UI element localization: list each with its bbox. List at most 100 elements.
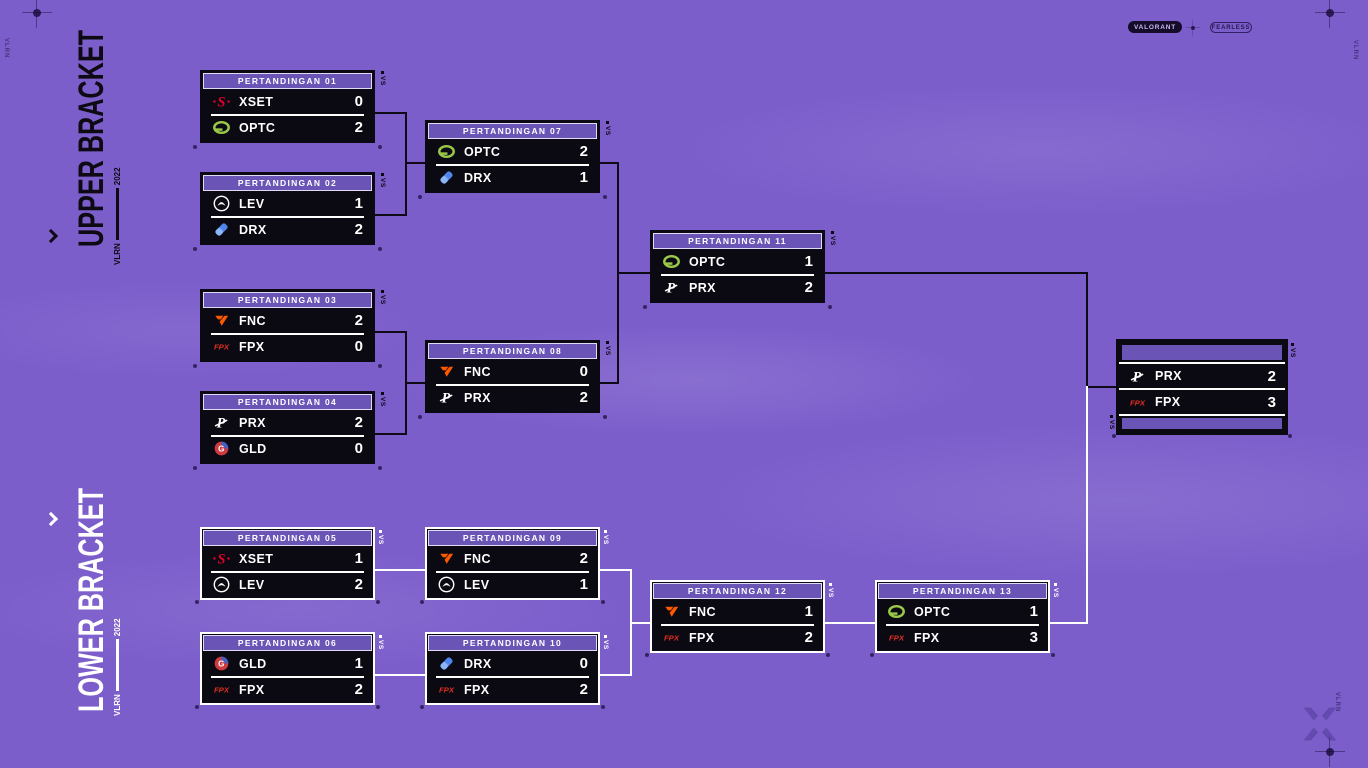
team-score: 2: [579, 681, 588, 698]
match-header: PERTANDINGAN 13: [878, 583, 1047, 599]
vs-label: VS: [604, 346, 611, 356]
vs-square: [831, 231, 834, 234]
vs-label: VS: [379, 76, 386, 86]
crosshair-dot: [1191, 26, 1195, 30]
match-body: FNC 2 LEV 1: [428, 546, 597, 597]
match-box-m06: PERTANDINGAN 06 G GLD 1 FPX FPX 2 VS: [195, 632, 384, 709]
match-body: P PRX 2 FPX FPX 3: [1119, 364, 1285, 414]
team-score: 2: [354, 576, 363, 593]
match-header: PERTANDINGAN 04: [203, 394, 372, 410]
vs-label: VS: [379, 295, 386, 305]
team-name: FPX: [689, 630, 715, 645]
prx-logo-icon: P: [437, 388, 456, 407]
match-box-m02: PERTANDINGAN 02 LEV 1 DRX 2 VS: [193, 172, 386, 251]
team-name: FNC: [239, 313, 266, 328]
match-row-team2: FPX FPX 2: [203, 678, 372, 702]
row-divider: [661, 623, 814, 626]
team-name: PRX: [464, 390, 491, 405]
match-title: PERTANDINGAN 02: [237, 178, 338, 188]
match-body: OPTC 2 DRX 1: [428, 139, 597, 190]
vs-square: [379, 635, 382, 638]
match-box-m11: PERTANDINGAN 11 OPTC 1 P PRX 2 VS: [643, 230, 836, 309]
match-row-team2: P PRX 2: [428, 386, 597, 410]
vs-tag: VS: [602, 635, 609, 650]
match-title: PERTANDINGAN 04: [237, 397, 338, 407]
team-name: FNC: [464, 551, 491, 566]
vs-label: VS: [602, 535, 609, 545]
match-row-team2: FPX FPX 3: [1119, 390, 1285, 414]
team-score: 2: [1267, 367, 1276, 385]
vs-square: [604, 530, 607, 533]
prx-logo-icon: P: [212, 413, 231, 432]
fpx-logo-icon: FPX: [887, 628, 906, 647]
match-box-m01: PERTANDINGAN 01 S XSET 0 OPTC 2 VS: [193, 70, 386, 149]
match-header: PERTANDINGAN 09: [428, 530, 597, 546]
vs-tag: VS: [829, 231, 836, 246]
vs-tag: VS: [1108, 415, 1115, 430]
match-header: PERTANDINGAN 06: [203, 635, 372, 651]
match-header: PERTANDINGAN 05: [203, 530, 372, 546]
team-score: 0: [579, 363, 588, 380]
prx-logo-icon: P: [1128, 367, 1147, 386]
match-row-team2: P PRX 2: [653, 276, 822, 300]
bracket-connector: [375, 112, 405, 114]
crosshair-icon: [1315, 0, 1345, 28]
row-divider: [436, 570, 589, 573]
vs-label: VS: [1289, 348, 1296, 358]
row-divider: [436, 383, 589, 386]
match-row-team1: FNC 2: [428, 547, 597, 571]
vs-tag: VS: [379, 173, 386, 188]
vs-square: [379, 530, 382, 533]
team-score: 2: [354, 312, 363, 329]
side-year-text: 2022: [113, 167, 122, 186]
match-header: PERTANDINGAN 10: [428, 635, 597, 651]
vs-square: [606, 341, 609, 344]
match-header: [1122, 345, 1282, 360]
vs-tag: VS: [1052, 583, 1059, 598]
vs-label: VS: [1108, 420, 1115, 430]
fnc-logo-icon: [212, 311, 231, 330]
match-header: PERTANDINGAN 01: [203, 73, 372, 89]
match-body: P PRX 2 G GLD 0: [203, 410, 372, 461]
team-name: FPX: [464, 682, 490, 697]
row-divider: [436, 675, 589, 678]
match-title: PERTANDINGAN 10: [462, 638, 563, 648]
row-divider: [436, 163, 589, 166]
bracket-connector: [1050, 622, 1086, 624]
team-score: 2: [354, 681, 363, 698]
match-title: PERTANDINGAN 13: [912, 586, 1013, 596]
match-row-team1: S XSET 1: [203, 547, 372, 571]
bracket-connector: [600, 162, 617, 164]
optc-logo-icon: [437, 142, 456, 161]
svg-text:FPX: FPX: [889, 634, 905, 643]
bracket-connector: [825, 622, 875, 624]
team-name: DRX: [464, 170, 492, 185]
row-divider: [886, 623, 1039, 626]
match-row-team2: FPX FPX 0: [203, 335, 372, 359]
match-row-team2: OPTC 2: [203, 116, 372, 140]
match-body: S XSET 1 LEV 2: [203, 546, 372, 597]
crosshair-icon: [1315, 737, 1345, 767]
lev-logo-icon: [437, 575, 456, 594]
vs-tag: VS: [379, 290, 386, 305]
match-row-team2: DRX 1: [428, 166, 597, 190]
match-row-team1: FNC 1: [653, 600, 822, 624]
vs-square: [381, 173, 384, 176]
vs-label: VS: [829, 236, 836, 246]
match-box-m05: PERTANDINGAN 05 S XSET 1 LEV 2 VS: [195, 527, 384, 604]
vs-label: VS: [1052, 588, 1059, 598]
match-header: PERTANDINGAN 02: [203, 175, 372, 191]
bracket-connector: [375, 674, 425, 676]
fnc-logo-icon: [662, 602, 681, 621]
crosshair-icon: [22, 0, 52, 28]
vs-tag: VS: [602, 530, 609, 545]
bracket-connector: [617, 272, 650, 274]
vs-square: [1110, 415, 1113, 419]
team-name: FNC: [464, 364, 491, 379]
valorant-badge: VALORANT: [1128, 21, 1182, 33]
lev-logo-icon: [212, 575, 231, 594]
match-box-m09: PERTANDINGAN 09 FNC 2 LEV 1 VS: [420, 527, 609, 604]
team-score: 1: [1029, 603, 1038, 620]
bracket-connector: [1086, 272, 1088, 388]
match-title: PERTANDINGAN 11: [688, 236, 787, 246]
